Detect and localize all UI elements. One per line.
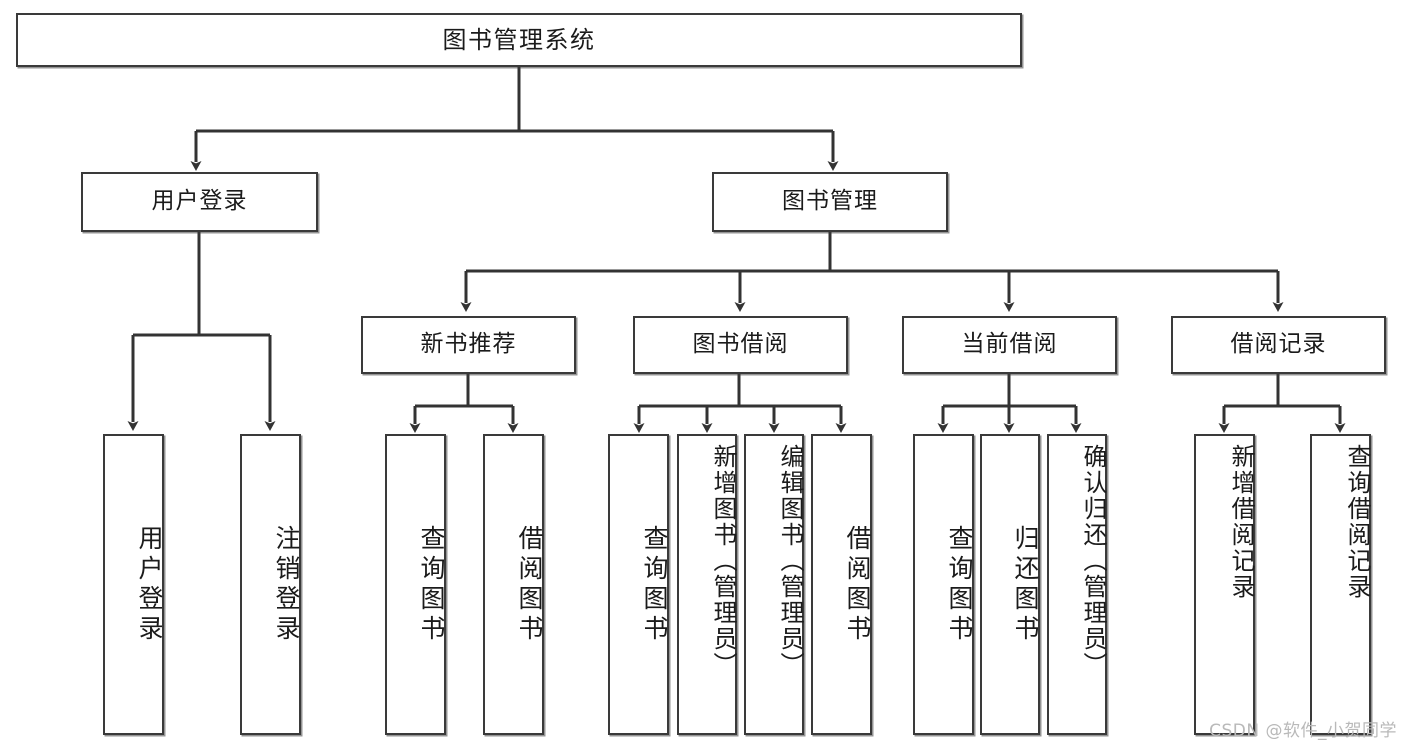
node-label: 查询图书 [417, 524, 446, 645]
leaf-return-book[interactable]: 归还图书 [980, 434, 1040, 735]
node-label: 查询借阅记录 [1343, 444, 1371, 600]
leaf-edit-book-admin[interactable]: 编辑图书（管理员） [744, 434, 804, 735]
node-borrowing-record[interactable]: 借阅记录 [1171, 316, 1386, 374]
node-label: 借阅图书 [843, 524, 872, 645]
leaf-borrow-book-new-rec[interactable]: 借阅图书 [483, 434, 544, 735]
leaf-query-book-borrowing[interactable]: 查询图书 [608, 434, 669, 735]
leaf-query-book-current[interactable]: 查询图书 [913, 434, 974, 735]
node-new-book-recommendation[interactable]: 新书推荐 [361, 316, 576, 374]
leaf-borrow-book-borrowing[interactable]: 借阅图书 [811, 434, 872, 735]
leaf-user-login[interactable]: 用户登录 [103, 434, 164, 735]
node-label: 当前借阅 [961, 331, 1058, 358]
leaf-add-borrowing-record[interactable]: 新增借阅记录 [1194, 434, 1255, 735]
leaf-add-book-admin[interactable]: 新增图书（管理员） [677, 434, 737, 735]
csdn-watermark: CSDN @软件_小贺同学 [1209, 721, 1397, 741]
node-user-login[interactable]: 用户登录 [81, 172, 318, 232]
node-label: 编辑图书（管理员） [776, 444, 804, 678]
node-label: 新增图书（管理员） [709, 444, 737, 678]
node-label: 图书管理 [782, 188, 878, 215]
leaf-confirm-return-admin[interactable]: 确认归还（管理员） [1047, 434, 1107, 735]
node-label: 借阅图书 [515, 524, 544, 645]
node-label: 确认归还（管理员） [1079, 444, 1107, 678]
node-label: 查询图书 [640, 524, 669, 645]
node-current-borrowing[interactable]: 当前借阅 [902, 316, 1117, 374]
node-root-book-management-system[interactable]: 图书管理系统 [16, 13, 1022, 67]
leaf-query-book-new-rec[interactable]: 查询图书 [385, 434, 446, 735]
node-label: 归还图书 [1011, 524, 1040, 645]
node-label: 借阅记录 [1230, 331, 1327, 358]
node-label: 用户登录 [135, 524, 164, 645]
node-label: 图书管理系统 [442, 25, 596, 54]
node-book-borrowing[interactable]: 图书借阅 [633, 316, 848, 374]
leaf-user-logout[interactable]: 注销登录 [240, 434, 301, 735]
node-label: 用户登录 [151, 188, 248, 215]
leaf-query-borrowing-record[interactable]: 查询借阅记录 [1310, 434, 1371, 735]
node-label: 查询图书 [945, 524, 974, 645]
node-label: 图书借阅 [692, 331, 789, 358]
node-label: 注销登录 [272, 524, 301, 645]
node-label: 新增借阅记录 [1227, 444, 1255, 600]
node-book-management[interactable]: 图书管理 [712, 172, 948, 232]
node-label: 新书推荐 [420, 331, 517, 358]
